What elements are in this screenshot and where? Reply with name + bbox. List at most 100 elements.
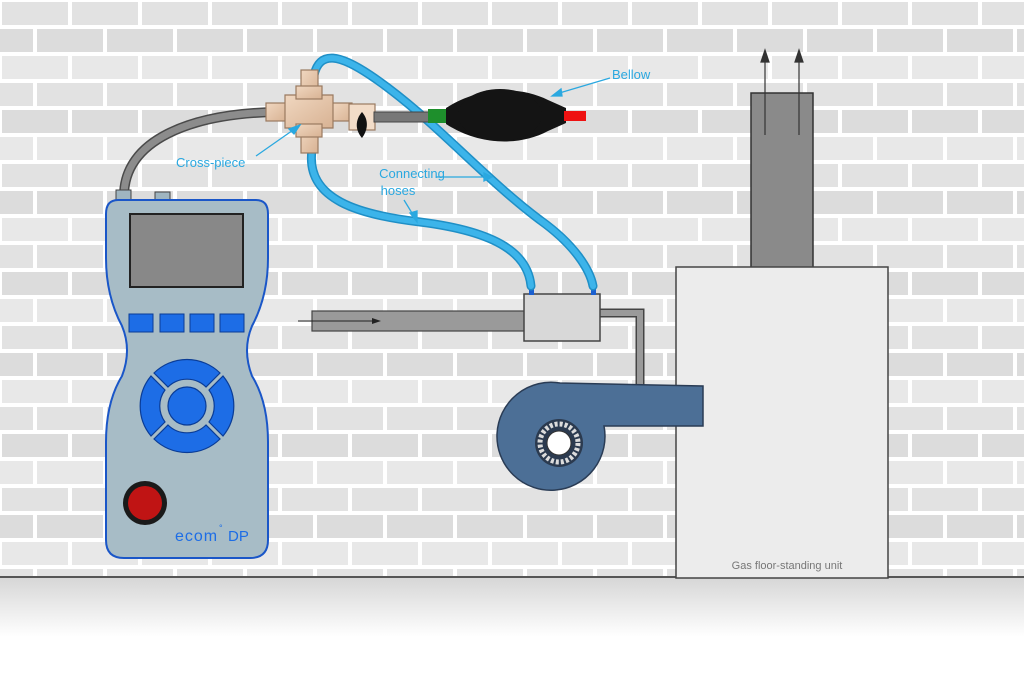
function-key-1[interactable] [128,313,154,333]
brick [0,461,33,484]
brick [387,461,453,484]
ecom-dp-device: ecom ° DP [105,189,269,559]
brick [247,353,313,376]
nav-down-key[interactable] [153,424,221,454]
brick [457,569,523,577]
brick [877,515,943,538]
brick [0,29,33,52]
brick [877,245,943,268]
brick [807,83,873,106]
navigation-pad[interactable] [137,356,237,456]
function-key-2[interactable] [159,313,185,333]
brick [317,353,383,376]
brick [317,29,383,52]
check-valve-icon [356,112,367,138]
bellow-tube [373,111,431,123]
brick [667,245,733,268]
brick [422,164,488,187]
brick [947,407,1013,430]
brick [72,56,138,79]
brick [982,218,1024,241]
label-pointers [255,77,611,224]
brick [387,515,453,538]
brick [667,83,733,106]
brick [317,461,383,484]
brick [422,56,488,79]
brick [282,218,348,241]
brick [947,461,1013,484]
brick [877,137,943,160]
brick [807,29,873,52]
brick-wall [0,2,1024,577]
brick [317,569,383,577]
brick [352,542,418,565]
brick [1017,83,1024,106]
brick [982,488,1024,511]
brick [527,353,593,376]
brick [352,164,418,187]
brick [947,353,1013,376]
brick [492,542,558,565]
brick [1017,353,1024,376]
brick [422,488,488,511]
brick [2,2,68,25]
brick [982,542,1024,565]
brick [387,29,453,52]
brick [1017,191,1024,214]
brick [632,110,698,133]
brick [212,2,278,25]
brick [1017,299,1024,322]
brick [492,2,558,25]
brick [562,218,628,241]
brick [37,515,103,538]
brick [982,110,1024,133]
brick [877,569,943,577]
brick [247,299,313,322]
brick [1017,137,1024,160]
brick [772,2,838,25]
brick [842,110,908,133]
brick [0,245,33,268]
brick [1017,461,1024,484]
brick [982,164,1024,187]
brick [177,137,243,160]
brick [632,164,698,187]
brick [562,542,628,565]
brick [982,326,1024,349]
brick [912,272,978,295]
brick [947,515,1013,538]
function-key-3[interactable] [189,313,215,333]
brick [142,2,208,25]
nav-right-key[interactable] [208,375,235,437]
brick [37,137,103,160]
brick [142,164,208,187]
brick [982,380,1024,403]
nav-up-key[interactable] [153,358,221,388]
brick [177,569,243,577]
brick [1017,245,1024,268]
brick [842,56,908,79]
brick [632,2,698,25]
brick [37,83,103,106]
brick [877,191,943,214]
nav-center-key[interactable] [167,386,207,426]
brick [387,569,453,577]
brick [1017,29,1024,52]
brick [37,191,103,214]
brick [37,569,103,577]
nav-left-key[interactable] [139,375,166,437]
function-key-4[interactable] [219,313,245,333]
brick [177,83,243,106]
brick [702,2,768,25]
brick [807,137,873,160]
brick [912,164,978,187]
brick [982,56,1024,79]
brick [527,515,593,538]
brick [597,569,663,577]
brick [387,191,453,214]
brick [877,407,943,430]
unit-label: Gas floor-standing unit [732,560,843,572]
brick [597,515,663,538]
brick [212,56,278,79]
